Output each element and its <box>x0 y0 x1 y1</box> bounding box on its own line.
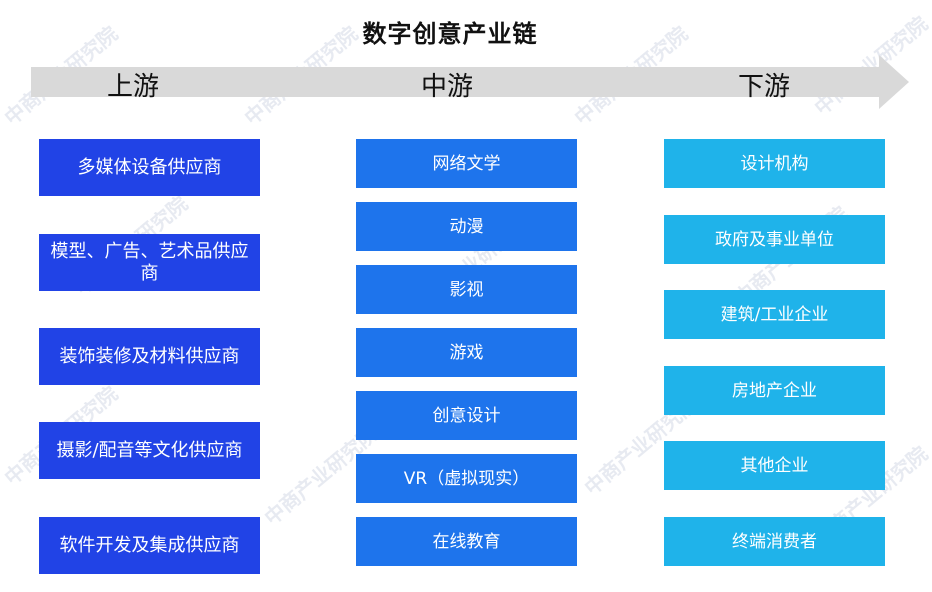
stage-upstream-label: 上游 <box>106 72 159 102</box>
upstream-box: 摄影/配音等文化供应商 <box>39 422 260 479</box>
diagram-title: 数字创意产业链 <box>362 20 538 48</box>
upstream-box: 软件开发及集成供应商 <box>39 517 260 574</box>
midstream-box: 游戏 <box>356 328 577 377</box>
downstream-box: 政府及事业单位 <box>664 215 885 264</box>
flow-arrow <box>31 55 909 109</box>
midstream-box: 在线教育 <box>356 517 577 566</box>
downstream-box: 终端消费者 <box>664 517 885 566</box>
stage-downstream-label: 下游 <box>737 72 790 102</box>
upstream-box: 多媒体设备供应商 <box>39 139 260 196</box>
downstream-box: 房地产企业 <box>664 366 885 415</box>
downstream-box: 设计机构 <box>664 139 885 188</box>
midstream-box: VR（虚拟现实） <box>356 454 577 503</box>
downstream-box: 其他企业 <box>664 441 885 490</box>
upstream-box: 模型、广告、艺术品供应商 <box>39 234 260 291</box>
midstream-box: 网络文学 <box>356 139 577 188</box>
midstream-box: 创意设计 <box>356 391 577 440</box>
midstream-box: 动漫 <box>356 202 577 251</box>
stage-midstream-label: 中游 <box>420 72 473 102</box>
downstream-box: 建筑/工业企业 <box>664 290 885 339</box>
midstream-box: 影视 <box>356 265 577 314</box>
upstream-box: 装饰装修及材料供应商 <box>39 328 260 385</box>
